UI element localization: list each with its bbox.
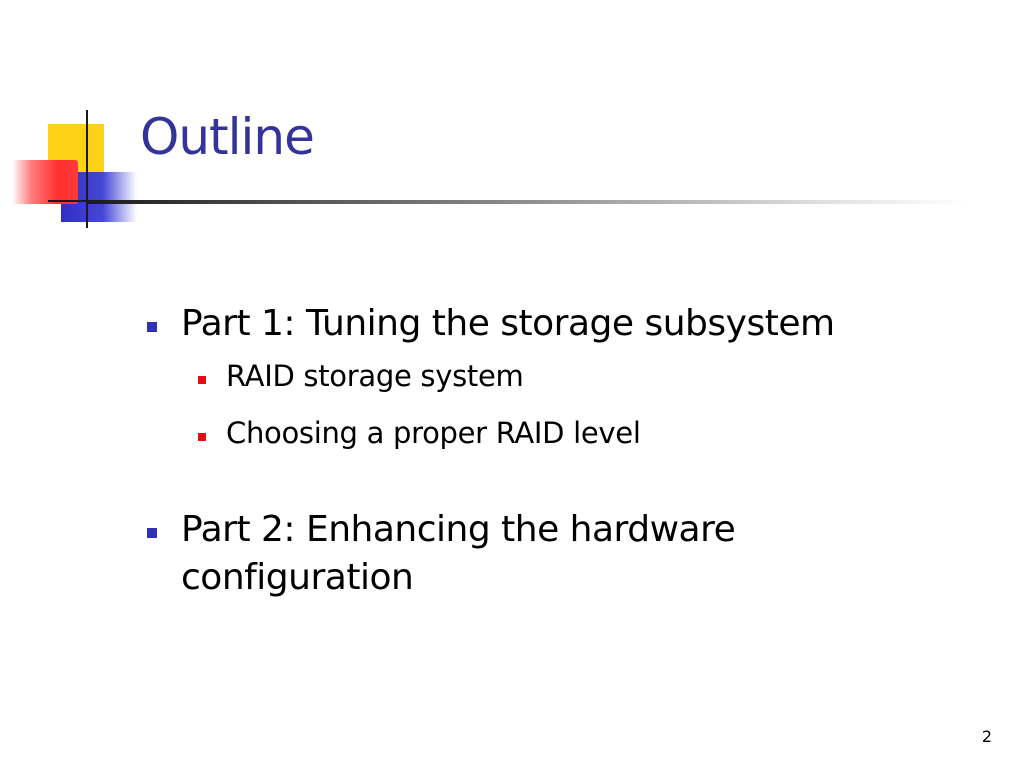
sub-bullet-item-raid-storage: RAID storage system xyxy=(181,348,965,405)
logo-red-square xyxy=(12,160,78,204)
bullet-text: Part 1: Tuning the storage subsystem xyxy=(181,303,835,344)
list-spacer xyxy=(145,462,965,506)
logo-vertical-line xyxy=(86,110,88,228)
bullet-list: Part 1: Tuning the storage subsystem RAI… xyxy=(145,300,965,602)
square-bullet-icon xyxy=(198,433,206,441)
square-bullet-icon xyxy=(147,528,157,538)
slide-title: Outline xyxy=(140,108,315,166)
title-underline xyxy=(86,200,966,204)
bullet-text: Part 2: Enhancing the hardware configura… xyxy=(181,509,736,598)
square-bullet-icon xyxy=(198,376,206,384)
square-bullet-icon xyxy=(147,322,157,332)
sub-bullet-text: RAID storage system xyxy=(226,359,524,393)
bullet-item-part-1: Part 1: Tuning the storage subsystem xyxy=(145,300,965,348)
bullet-item-part-2: Part 2: Enhancing the hardware configura… xyxy=(145,506,965,602)
sub-bullet-item-raid-level: Choosing a proper RAID level xyxy=(181,405,965,462)
page-number: 2 xyxy=(981,727,992,746)
sub-bullet-text: Choosing a proper RAID level xyxy=(226,416,641,450)
